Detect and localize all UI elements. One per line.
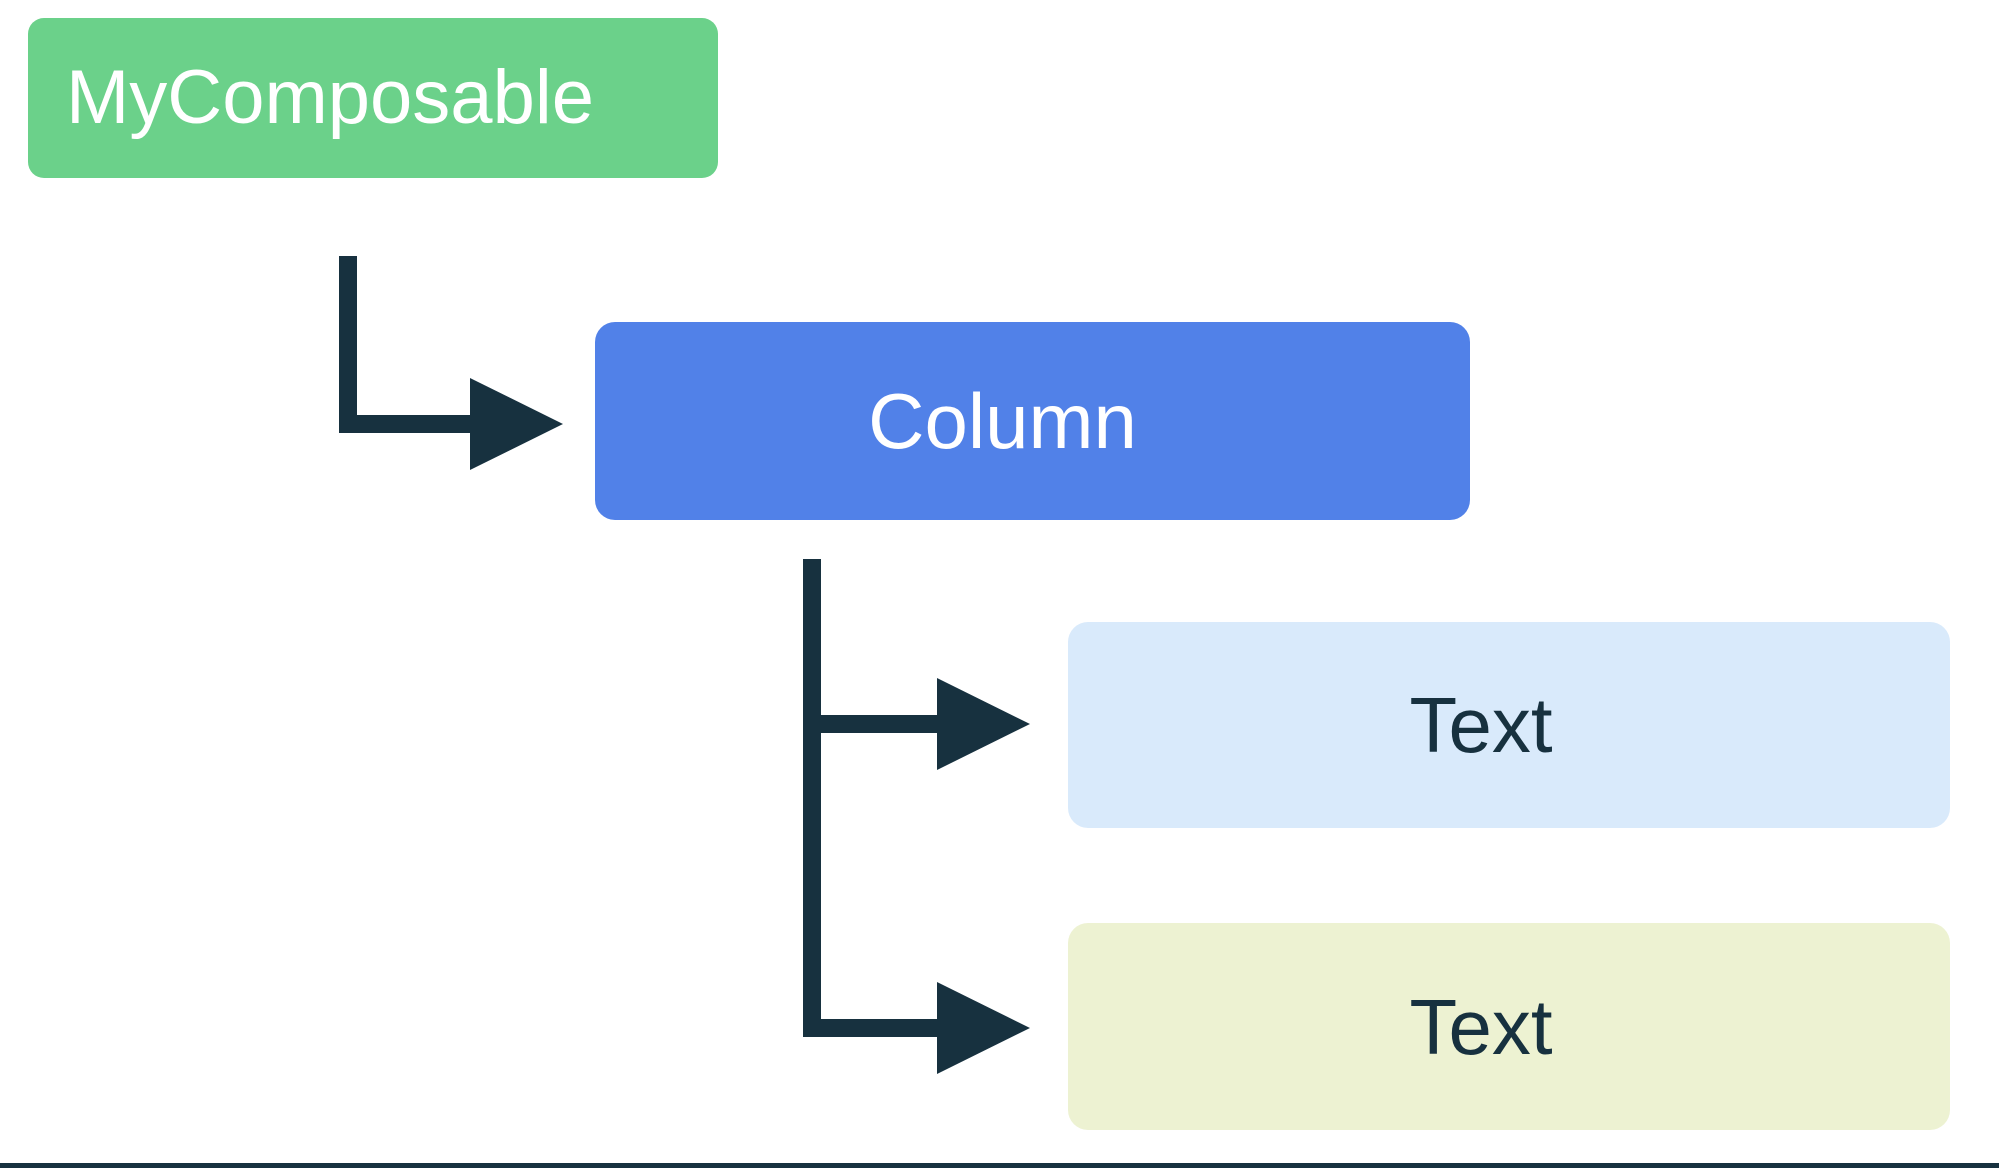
edge-column-to-text-1: [803, 678, 1030, 770]
edge-column-to-text-1-horizontal: [803, 715, 950, 733]
arrow-right-icon: [937, 982, 1030, 1074]
node-column-label: Column: [868, 377, 1137, 465]
edge-column-trunk-vertical: [803, 559, 821, 1037]
node-text-1[interactable]: Text: [1068, 622, 1950, 828]
arrow-right-icon: [937, 678, 1030, 770]
arrow-right-icon: [470, 378, 563, 470]
node-text-1-label: Text: [1409, 681, 1553, 769]
edge-root-to-column-vertical: [339, 256, 357, 424]
edge-root-to-column: [339, 256, 563, 470]
node-text-2[interactable]: Text: [1068, 923, 1950, 1130]
node-text-2-label: Text: [1409, 982, 1553, 1071]
node-column[interactable]: Column: [595, 322, 1470, 520]
edge-column-to-text-2-horizontal: [803, 1019, 950, 1037]
edge-root-to-column-horizontal: [339, 415, 483, 433]
node-my-composable[interactable]: MyComposable: [28, 18, 718, 178]
edge-column-trunk: [803, 559, 821, 1037]
edge-column-to-text-2: [803, 982, 1030, 1074]
footer-rule: [0, 1163, 1999, 1168]
node-my-composable-label: MyComposable: [66, 55, 594, 140]
